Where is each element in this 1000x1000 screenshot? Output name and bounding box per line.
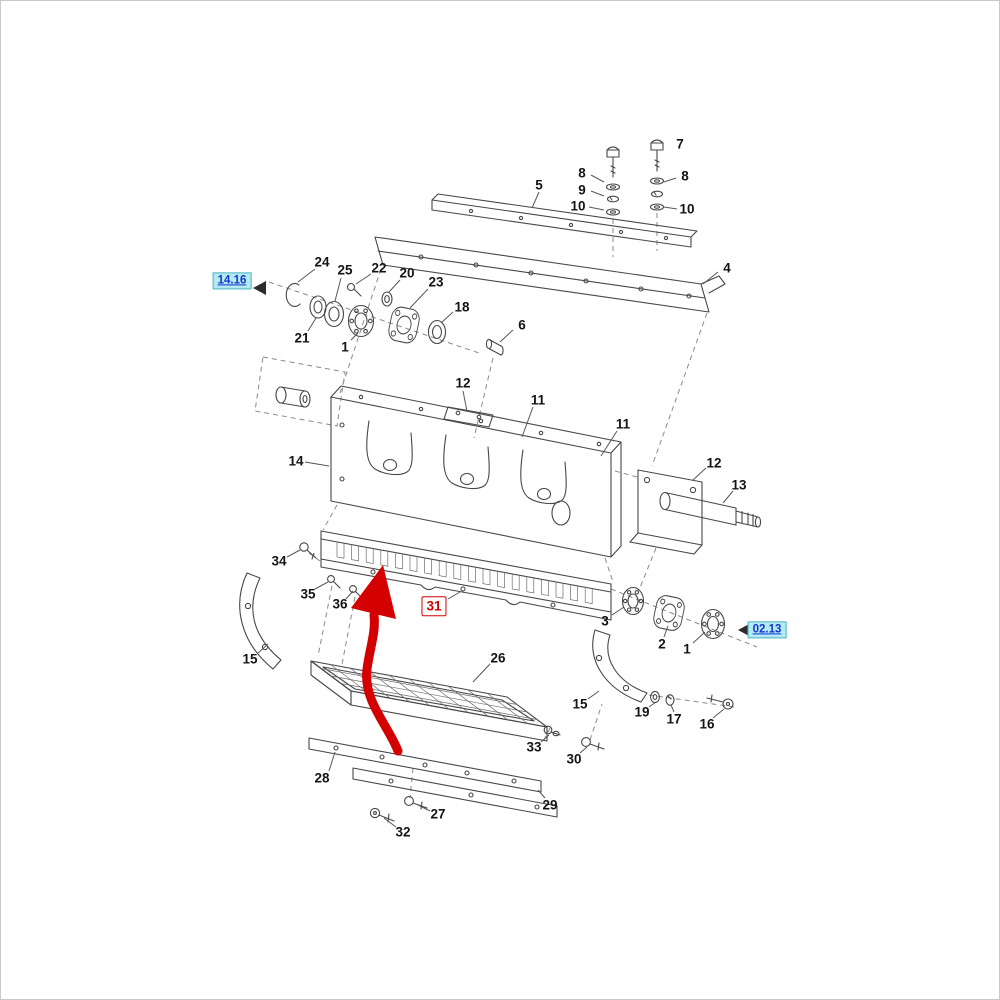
cross-reference-link-14-16[interactable]: 14.16 xyxy=(212,272,252,290)
shaft-part13 xyxy=(659,491,762,528)
flange-part23 xyxy=(388,306,420,344)
pivot-pin xyxy=(275,386,311,408)
bearing-group-right xyxy=(621,586,726,640)
housing-part14 xyxy=(330,385,622,558)
top-plate-part4 xyxy=(374,236,726,313)
leader-lines xyxy=(257,174,734,828)
bar-part29 xyxy=(352,767,558,818)
link-arrow-icon-left xyxy=(253,281,266,295)
comb-teeth xyxy=(336,541,593,604)
pin-part6 xyxy=(485,338,504,356)
strap-part15-left xyxy=(239,572,282,670)
bracket-part12-right xyxy=(629,469,703,555)
bar-part28 xyxy=(308,737,542,793)
flange-part2 xyxy=(653,595,685,631)
bolt-washer-stack-right xyxy=(649,139,665,211)
serrated-bar-part31 xyxy=(320,530,612,621)
bolt-washer-stack-left xyxy=(605,146,621,216)
seal-bearing-chain xyxy=(285,282,447,345)
link-arrow-icons xyxy=(253,281,751,637)
highlight-arrow xyxy=(351,565,403,756)
top-strip-part5 xyxy=(431,193,698,248)
strap-part15-right xyxy=(592,629,648,703)
cross-reference-link-02-13[interactable]: 02.13 xyxy=(747,621,787,639)
bottom-hardware xyxy=(369,690,734,823)
tray-grid xyxy=(320,664,538,724)
projection-lines xyxy=(254,213,758,799)
grate-tray-part26 xyxy=(310,660,548,742)
